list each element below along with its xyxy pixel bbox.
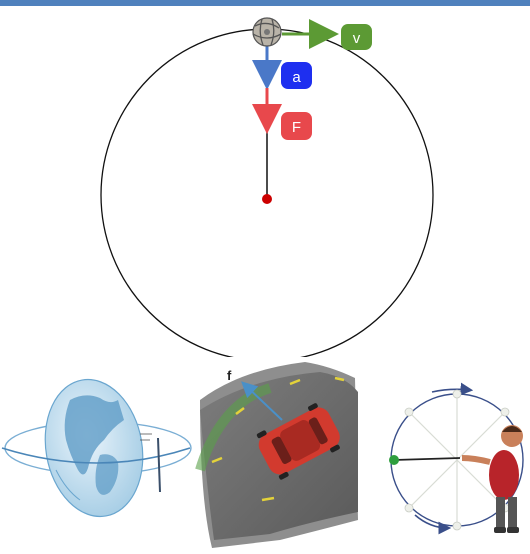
- velocity-label: v: [353, 30, 361, 47]
- velocity-label-badge: v: [341, 24, 372, 50]
- center-point: [262, 194, 272, 204]
- person-swinging-ball-icon: [389, 389, 523, 533]
- acceleration-label: a: [292, 69, 301, 86]
- acceleration-label-badge: a: [281, 62, 312, 89]
- force-label: F: [292, 119, 301, 136]
- globe-icon: [2, 372, 191, 525]
- force-label-badge: F: [281, 112, 312, 140]
- satellite-icon: [253, 18, 281, 46]
- car-icon: f: [200, 362, 358, 548]
- friction-label: f: [227, 368, 232, 383]
